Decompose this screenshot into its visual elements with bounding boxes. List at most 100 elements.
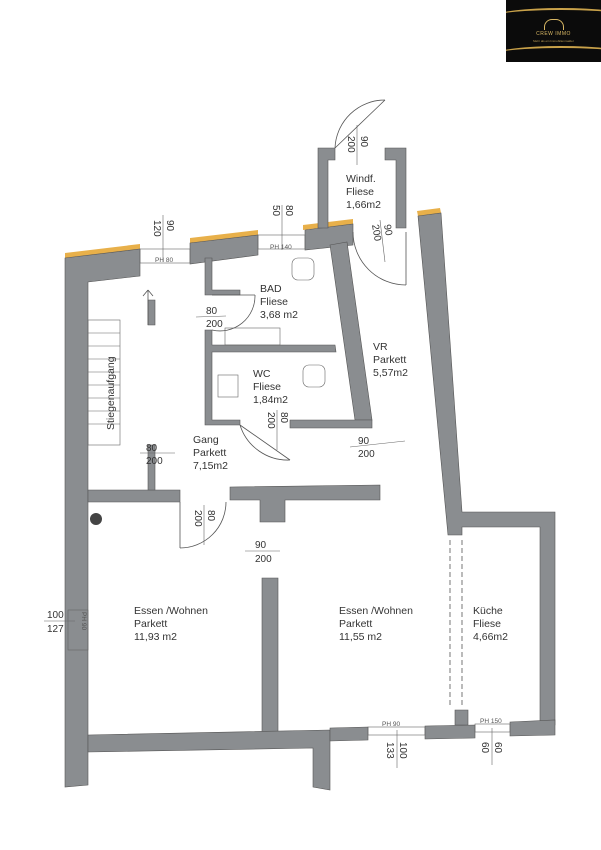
door-swing (352, 231, 407, 286)
dim-width: 90 (381, 224, 394, 237)
windows (67, 234, 511, 736)
room-area: 11,93 m2 (134, 631, 177, 643)
room-floor: Parkett (373, 354, 406, 366)
door-swing (211, 294, 256, 332)
room-name: Küche (473, 605, 503, 617)
room-name: Essen /Wohnen (339, 605, 413, 617)
room-area: 1,66m2 (346, 199, 381, 211)
dim-width: 80 (206, 306, 218, 317)
room-area: 11,55 m2 (339, 631, 382, 643)
stairs-label: Stiegenaufgang (105, 356, 117, 430)
room-name: WC (253, 368, 271, 380)
room-area: 4,66m2 (473, 631, 508, 643)
room-floor: Fliese (473, 618, 501, 630)
wall-bad (204, 257, 241, 296)
wall-bottom (329, 726, 369, 742)
dim-width: 80 (205, 510, 216, 522)
dim-width: 80 (146, 443, 158, 454)
room-floor: Parkett (134, 618, 167, 630)
stair-run (87, 319, 121, 446)
dim-height: 50 (270, 205, 281, 217)
dim-height: 200 (345, 136, 356, 153)
dim-height: 200 (192, 510, 203, 527)
room-floor: Fliese (346, 186, 374, 198)
room-area: 3,68 m2 (260, 309, 298, 321)
bathtub-icon (224, 327, 281, 346)
logo-name: CREW IMMO (536, 31, 571, 37)
dim-height: 200 (369, 224, 383, 243)
dim-width: 100 (397, 742, 408, 759)
room-area: 7,15m2 (193, 460, 228, 472)
stairs: Stiegenaufgang (87, 319, 121, 446)
room-area: 1,84m2 (253, 394, 288, 406)
wall-middle (261, 577, 279, 736)
dim-parapet: PH 90 (80, 612, 87, 630)
dim-width: 90 (164, 220, 175, 232)
wall-windfang (317, 147, 336, 229)
chimney-icon (90, 513, 102, 525)
door-swing (334, 99, 386, 149)
wall-bottom (87, 729, 331, 791)
walls (64, 147, 556, 791)
dim-width: 60 (492, 742, 503, 754)
dim-height: 133 (384, 742, 395, 759)
wall-gang (87, 489, 181, 503)
room-floor: Fliese (253, 381, 281, 393)
room-floor: Fliese (260, 296, 288, 308)
door-swing (239, 424, 291, 461)
fixtures (90, 257, 326, 525)
room-labels: Windf. Fliese 1,66m2 BAD Fliese 3,68 m2 … (134, 173, 508, 643)
wall-kueche-post (454, 709, 469, 726)
dimension-labels: 90 120 PH 80 80 50 PH 140 90 200 90 200 … (44, 125, 503, 768)
window (139, 248, 191, 264)
window (67, 609, 89, 651)
room-area: 5,57m2 (373, 367, 408, 379)
dim-height: 200 (265, 412, 276, 429)
dim-height: 200 (358, 449, 375, 460)
facade-insulation (417, 208, 441, 216)
room-floor: Parkett (339, 618, 372, 630)
room-name: Essen /Wohnen (134, 605, 208, 617)
dim-height: 200 (206, 319, 223, 330)
dim-height: 200 (146, 456, 163, 467)
dim-width: 80 (278, 412, 289, 424)
crew-immo-logo: CREW IMMO Mehr als ein Immobilienmakler (506, 0, 601, 62)
logo-swoosh (506, 46, 601, 62)
wall-vr (329, 241, 373, 421)
wall-left-exterior (64, 248, 141, 788)
logo-tagline: Mehr als ein Immobilienmakler (533, 39, 574, 43)
toilet-icon (291, 257, 315, 281)
doors (142, 99, 463, 708)
wall-gang (229, 484, 381, 523)
wall-windfang (384, 147, 407, 229)
logo-swoosh (506, 8, 601, 24)
wall-bottom (509, 719, 556, 737)
wall-stub (147, 444, 156, 491)
toilet-icon (302, 364, 326, 388)
room-floor: Parkett (193, 447, 226, 459)
dim-width: 90 (358, 436, 370, 447)
room-name: VR (373, 341, 388, 353)
wall-stub (147, 299, 156, 326)
dim-height: 60 (479, 742, 490, 754)
dim-width: 90 (358, 136, 369, 148)
facade-insulation (190, 230, 258, 243)
room-name: Windf. (346, 173, 376, 185)
dim-parapet: PH 140 (270, 244, 292, 251)
wall-bottom (424, 724, 476, 740)
wall-wc (289, 419, 373, 429)
sink-icon (217, 374, 239, 398)
dim-width: 90 (255, 540, 267, 551)
dim-width: 80 (283, 205, 294, 217)
window (474, 723, 511, 733)
wall-right-exterior (417, 212, 556, 726)
door-swing (179, 501, 227, 549)
window (257, 234, 306, 250)
logo-building-icon (544, 19, 564, 30)
stair-arrow (142, 289, 154, 325)
dim-parapet: PH 150 (480, 718, 502, 725)
dim-width: 100 (47, 610, 64, 621)
dim-parapet: PH 90 (382, 721, 400, 728)
window (367, 726, 426, 736)
